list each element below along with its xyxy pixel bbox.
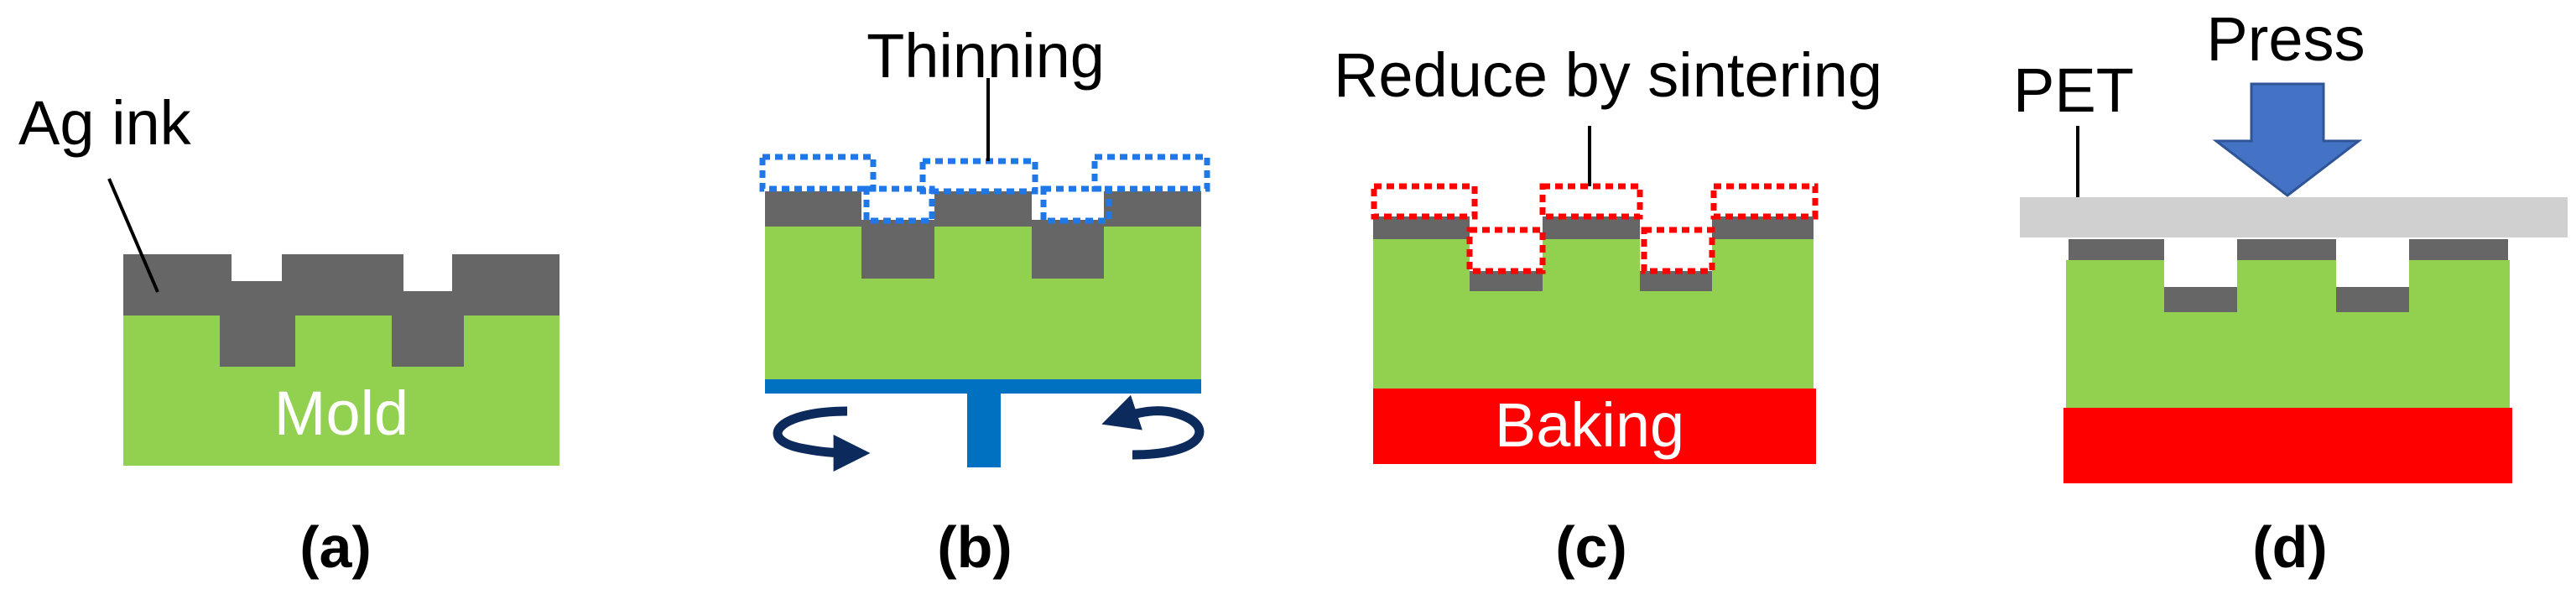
transferred-ink-d: [2069, 239, 2508, 312]
mold-b: [765, 227, 1201, 379]
mold-a: [123, 316, 559, 466]
reduced-ink-block: [1539, 183, 1643, 220]
base-plate-d: [2063, 408, 2512, 483]
press-label: Press: [2206, 4, 2365, 74]
caption-d: (d): [2252, 514, 2327, 580]
removed-ink-outlines-b: [759, 154, 1210, 224]
reduced-ink-block: [1371, 183, 1478, 220]
reduced-ink-block: [1466, 227, 1546, 274]
panel-a: Ag ink Mold (a): [18, 88, 559, 580]
removed-ink-block: [1040, 185, 1112, 224]
curved-rotation-arrow-icon: [1101, 394, 1205, 460]
caption-b: (b): [937, 514, 1012, 580]
thinned-ink-layer-b: [765, 191, 1201, 279]
thinning-label: Thinning: [866, 21, 1105, 91]
baking-heater: [1373, 389, 1816, 464]
curved-rotation-arrow-icon: [773, 406, 871, 472]
baking-label: Baking: [1495, 390, 1684, 460]
reduced-ink-block: [1710, 183, 1819, 220]
removed-ink-block: [919, 158, 1038, 195]
mold-c: [1373, 239, 1814, 389]
panel-b: Thinning (b): [759, 21, 1210, 580]
pet-film: [2020, 197, 2568, 237]
reduced-ink-outlines-c: [1371, 183, 1819, 274]
caption-a: (a): [299, 514, 372, 580]
pet-label: PET: [2013, 55, 2134, 125]
removed-ink-block: [759, 154, 877, 192]
removed-ink-block: [863, 185, 935, 224]
down-arrow-icon: [2212, 82, 2363, 197]
removed-ink-block: [1091, 154, 1210, 192]
ag-ink-layer-a: [123, 254, 559, 367]
panel-c: Baking Reduce by sintering (c): [1334, 40, 1882, 580]
ag-ink-label: Ag ink: [18, 88, 192, 158]
mold-label: Mold: [274, 378, 409, 448]
caption-c: (c): [1555, 514, 1627, 580]
mold-d: [2066, 260, 2510, 408]
spin-stage-plate: [765, 379, 1201, 394]
reduced-ink-block: [1641, 227, 1715, 274]
reduce-by-sintering-label: Reduce by sintering: [1334, 40, 1882, 110]
ag-ink-leader-line: [107, 178, 159, 293]
panel-d: Press PET (d): [2013, 4, 2568, 580]
spin-stage-shaft: [967, 394, 1001, 467]
